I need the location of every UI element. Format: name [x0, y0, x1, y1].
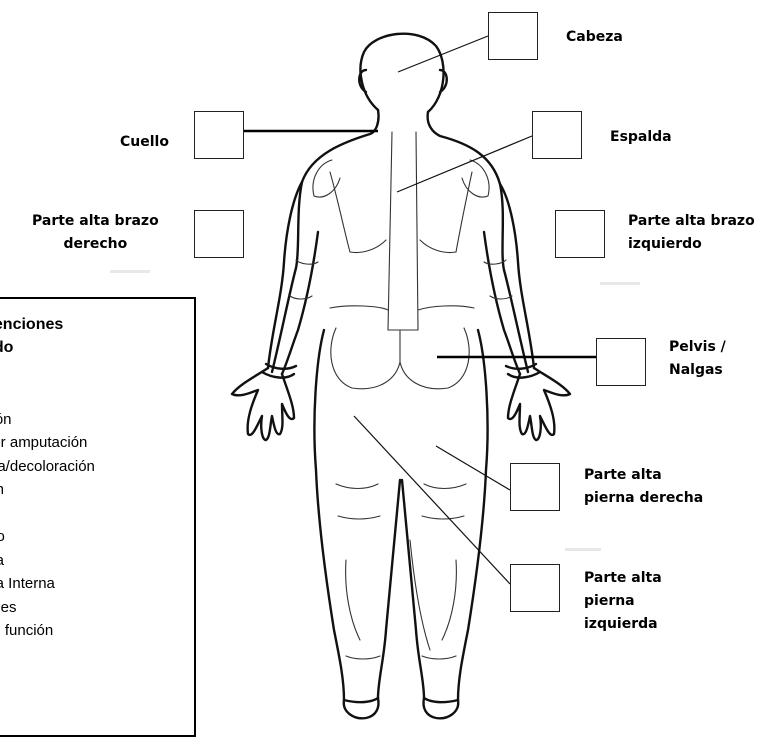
label-cuello: Cuello: [120, 134, 169, 150]
label-brazo-derecho: Parte alta brazo derecho: [32, 213, 159, 252]
scan-mark: [110, 270, 150, 273]
legend-item: es: [0, 384, 95, 408]
legend-item: ión: [0, 478, 95, 502]
legend-title: venciones ado: [0, 316, 64, 356]
legend-box: venciones ado es ción por amputación ura…: [0, 297, 196, 737]
left-foot: [342, 696, 380, 720]
right-hand: [506, 366, 572, 442]
legend-list: es ción por amputación ura/decoloración …: [0, 384, 95, 643]
label-pierna-izquierda: Parte alta pierna izquierda: [584, 570, 662, 632]
box-brazo-derecho[interactable]: [194, 210, 244, 258]
right-ear: [438, 68, 448, 94]
legend-item: de función: [0, 622, 54, 639]
legend-item: por amputación: [0, 434, 88, 451]
legs-outline: [313, 328, 489, 704]
label-pelvis: Pelvis / Nalgas: [669, 339, 726, 378]
head-outline: [359, 32, 445, 114]
legend-item: [0, 502, 95, 526]
scan-mark: [600, 282, 640, 285]
left-wrist: [260, 362, 298, 379]
legend-item: gia Interna: [0, 575, 55, 592]
right-arm-outline: [482, 182, 536, 376]
box-brazo-izquierdo[interactable]: [555, 210, 605, 258]
box-pierna-derecha[interactable]: [510, 463, 560, 511]
right-scapula: [419, 171, 473, 254]
legend-item: ción: [0, 410, 12, 428]
box-espalda[interactable]: [532, 111, 582, 159]
scan-mark: [565, 548, 601, 551]
left-scapula: [329, 171, 387, 254]
box-pelvis[interactable]: [596, 338, 646, 386]
label-espalda: Espalda: [610, 129, 672, 145]
left-ear: [358, 68, 368, 94]
right-wrist: [504, 362, 542, 379]
legend-item: ones: [0, 598, 17, 616]
legend-item: nto: [0, 525, 95, 549]
label-brazo-izquierdo: Parte alta brazo izquierdo: [628, 213, 755, 252]
box-cuello[interactable]: [194, 111, 244, 159]
label-cabeza: Cabeza: [566, 29, 623, 45]
box-pierna-izquierda[interactable]: [510, 564, 560, 612]
legend-item: gia: [0, 549, 95, 573]
box-cabeza[interactable]: [488, 12, 538, 60]
left-hand: [230, 366, 296, 442]
legend-item: ura/decoloración: [0, 457, 95, 475]
label-pierna-derecha: Parte alta pierna derecha: [584, 467, 704, 506]
torso-outline: [270, 108, 530, 374]
spine-band: [387, 131, 419, 331]
right-foot: [422, 696, 460, 720]
left-arm-outline: [266, 180, 320, 376]
